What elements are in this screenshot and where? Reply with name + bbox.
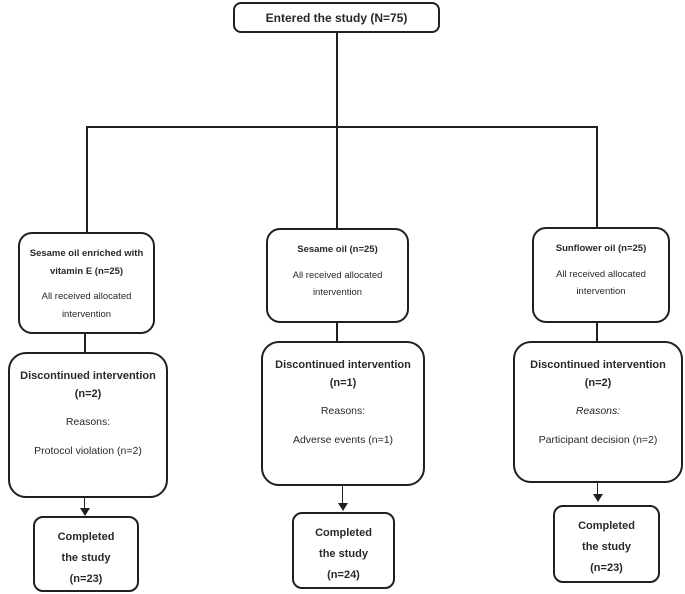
completed-line2: the study <box>319 547 368 560</box>
reason-detail: Participant decision (n=2) <box>538 433 658 446</box>
completed-line3: (n=24) <box>327 568 360 581</box>
allocation-title: Sunflower oil (n=25) <box>555 243 647 254</box>
discontinued-box-col2: Discontinued intervention (n=1) Reasons:… <box>261 341 425 486</box>
connector-entry-to-middle-line <box>336 33 338 228</box>
arrow-disc-to-comp-line-col3 <box>597 483 598 495</box>
entry-box-label: Entered the study (N=75) <box>265 10 408 25</box>
completed-line1: Completed <box>57 531 115 543</box>
completed-box-col3: Completed the study (n=23) <box>553 505 660 583</box>
discontinued-box-col1: Discontinued intervention (n=2) Reasons:… <box>8 352 168 498</box>
connector-alloc-to-disc-line-col1 <box>84 334 86 352</box>
reasons-label: Reasons: <box>320 405 366 418</box>
reasons-label: Reasons: <box>65 416 111 429</box>
completed-line1: Completed <box>578 520 635 532</box>
allocation-title: Sesame oil (n=25) <box>297 244 378 255</box>
allocation-body: All received allocated intervention <box>556 268 646 298</box>
completed-line3: (n=23) <box>590 561 623 574</box>
entry-box: Entered the study (N=75) <box>233 2 440 33</box>
connector-branch-to-left-line <box>86 126 88 232</box>
completed-line3: (n=23) <box>69 572 103 585</box>
arrow-disc-to-comp-line-col2 <box>342 486 343 504</box>
completed-line2: the study <box>61 551 111 564</box>
discontinued-title: Discontinued intervention (n=1) <box>275 359 411 390</box>
arrow-down-icon <box>593 494 603 502</box>
reason-detail: Protocol violation (n=2) <box>34 444 142 457</box>
reason-detail: Adverse events (n=1) <box>292 433 394 446</box>
completed-line2: the study <box>582 540 631 553</box>
allocation-title: Sesame oil enriched with vitamin E (n=25… <box>29 248 144 277</box>
completed-box-col2: Completed the study (n=24) <box>292 512 395 589</box>
allocation-box-sesame-vitamin-e: Sesame oil enriched with vitamin E (n=25… <box>18 232 155 334</box>
completed-box-col1: Completed the study (n=23) <box>33 516 139 592</box>
allocation-box-sunflower-oil: Sunflower oil (n=25) All received alloca… <box>532 227 670 323</box>
arrow-disc-to-comp-line-col1 <box>84 498 85 510</box>
connector-branch-to-right-line <box>596 126 598 227</box>
discontinued-title: Discontinued intervention (n=2) <box>20 370 156 401</box>
reasons-label: Reasons: <box>575 405 621 418</box>
branch-horizontal-line <box>86 126 598 128</box>
allocation-body: All received allocated intervention <box>41 291 132 320</box>
completed-line1: Completed <box>315 527 372 539</box>
connector-alloc-to-disc-line-col3 <box>596 323 598 341</box>
discontinued-box-col3: Discontinued intervention (n=2) Reasons:… <box>513 341 683 483</box>
allocation-body: All received allocated intervention <box>292 269 383 299</box>
discontinued-title: Discontinued intervention (n=2) <box>530 359 666 390</box>
allocation-box-sesame-oil: Sesame oil (n=25) All received allocated… <box>266 228 409 323</box>
arrow-down-icon <box>338 503 348 511</box>
connector-alloc-to-disc-line-col2 <box>336 323 338 341</box>
arrow-down-icon <box>80 508 90 516</box>
